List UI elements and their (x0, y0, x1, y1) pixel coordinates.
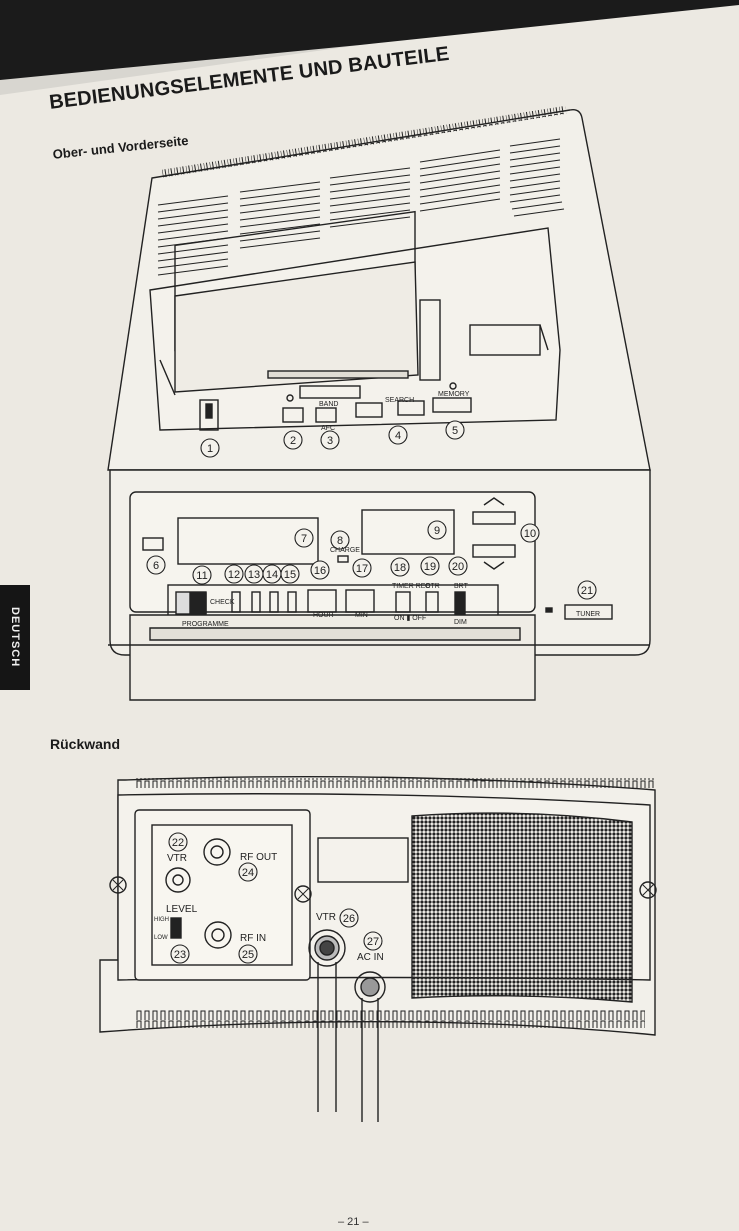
front-callout-10: 10 (524, 528, 536, 540)
label-level: LEVEL (166, 904, 198, 915)
rear-callout-circle-22 (168, 832, 188, 852)
label-memory: MEMORY (438, 391, 470, 398)
rear-callout-27: 27 (367, 936, 379, 948)
front-callout-circle-17 (352, 558, 372, 578)
label-timer-rec: TIMER REC (392, 583, 431, 590)
label-afc: AFC (321, 425, 335, 432)
rear-callout-24: 24 (242, 867, 254, 879)
front-callout-circle-8 (330, 530, 350, 550)
front-callout-15: 15 (284, 569, 296, 581)
front-callout-circle-6 (146, 555, 166, 575)
label-on-off: ON ▮ OFF (394, 615, 426, 622)
front-callout-circle-11 (192, 565, 212, 585)
label-low: LOW (154, 935, 168, 941)
front-callout-12: 12 (228, 569, 240, 581)
front-callout-circle-9 (427, 520, 447, 540)
front-callout-19: 19 (424, 561, 436, 573)
front-callout-circle-2 (283, 430, 303, 450)
label-check: CHECK (210, 599, 235, 606)
front-callout-circle-4 (388, 425, 408, 445)
front-callout-circle-15 (280, 564, 300, 584)
label-brt: BRT (454, 583, 469, 590)
rear-callout-25: 25 (242, 949, 254, 961)
front-callout-16: 16 (314, 565, 326, 577)
label-band: BAND (319, 401, 338, 408)
label-programme: PROGRAMME (182, 621, 229, 628)
front-callout-14: 14 (266, 569, 278, 581)
rear-callout-26: 26 (343, 913, 355, 925)
front-callout-5: 5 (452, 425, 458, 437)
front-callout-11: 11 (196, 570, 207, 582)
front-callout-2: 2 (290, 435, 296, 447)
front-callout-circle-21 (577, 580, 597, 600)
front-callout-21: 21 (581, 585, 593, 597)
language-tab: DEUTSCH (0, 585, 30, 690)
label-vtr-cable: VTR (316, 912, 336, 923)
label-hour: HOUR (313, 612, 334, 619)
front-callout-4: 4 (395, 430, 401, 442)
front-callout-circle-16 (310, 560, 330, 580)
front-callout-8: 8 (337, 535, 343, 547)
front-callout-1: 1 (207, 443, 213, 455)
page-number: – 21 – (338, 1216, 369, 1228)
front-callout-18: 18 (394, 562, 406, 574)
front-callout-circle-10 (520, 523, 540, 543)
label-search: SEARCH (385, 397, 414, 404)
label-tuner: TUNER (576, 611, 600, 618)
front-callout-circle-18 (390, 557, 410, 577)
front-callout-circle-5 (445, 420, 465, 440)
top-vents (157, 138, 565, 276)
label-otr: OTR (425, 583, 440, 590)
front-callout-20: 20 (452, 561, 464, 573)
front-callout-circle-12 (224, 564, 244, 584)
rear-callout-circle-27 (363, 931, 383, 951)
front-callout-7: 7 (301, 533, 307, 545)
label-rf-in: RF IN (240, 933, 266, 944)
front-callout-9: 9 (434, 525, 440, 537)
front-callout-13: 13 (248, 569, 260, 581)
rear-callout-23: 23 (174, 949, 186, 961)
label-high: HIGH (154, 917, 169, 923)
label-charge: CHARGE (330, 547, 360, 554)
front-callout-6: 6 (153, 560, 159, 572)
front-callout-circle-19 (420, 556, 440, 576)
front-callout-circle-7 (294, 528, 314, 548)
front-callout-17: 17 (356, 563, 368, 575)
label-vtr: VTR (167, 853, 187, 864)
label-rf-out: RF OUT (240, 852, 277, 863)
label-min: MIN (355, 612, 368, 619)
front-callout-3: 3 (327, 435, 333, 447)
rear-callout-circle-26 (339, 908, 359, 928)
front-callout-circle-20 (448, 556, 468, 576)
front-callout-circle-1 (200, 438, 220, 458)
label-ac-in: AC IN (357, 952, 384, 963)
section-back-heading: Rückwand (50, 736, 121, 752)
label-dim: DIM (454, 619, 467, 626)
rear-callout-circle-25 (238, 944, 258, 964)
rear-callout-circle-24 (238, 862, 258, 882)
rear-callout-22: 22 (172, 837, 184, 849)
rear-callout-circle-23 (170, 944, 190, 964)
front-callout-circle-3 (320, 430, 340, 450)
